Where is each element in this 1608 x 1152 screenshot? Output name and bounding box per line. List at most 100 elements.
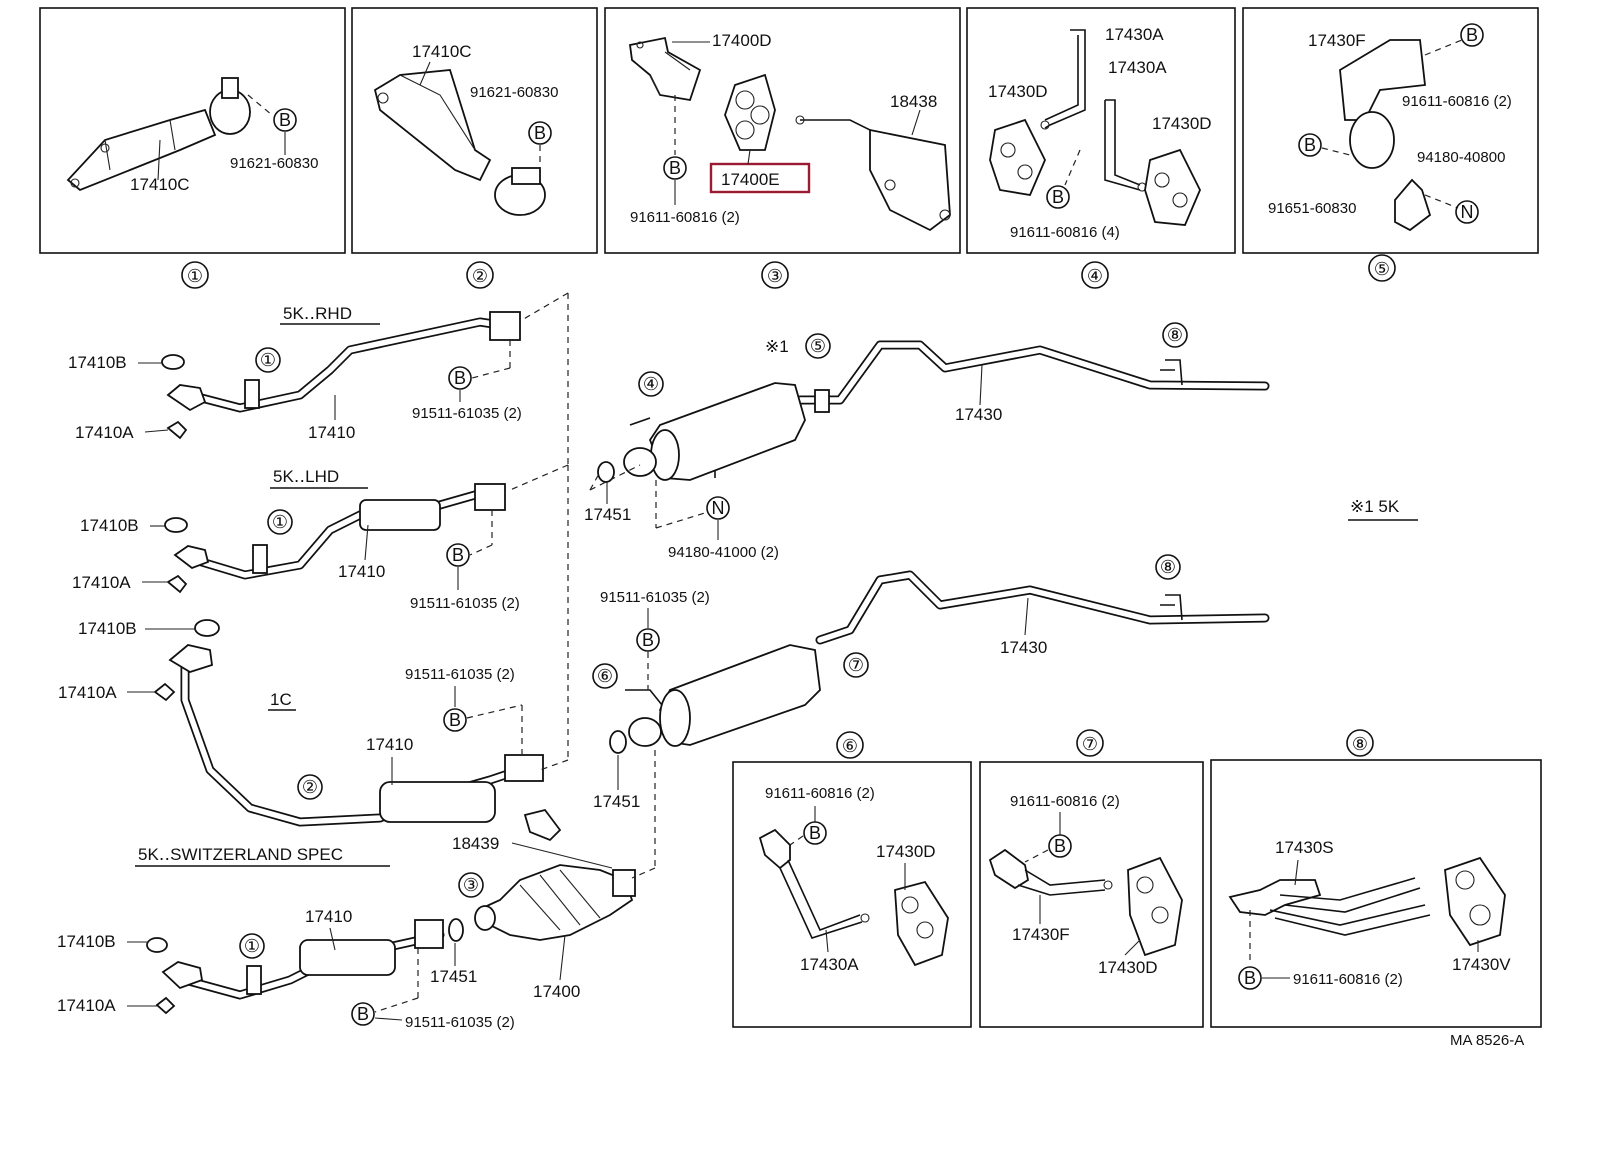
callout-7: ⑦ [848,655,864,675]
system-upper: ※1 ⑤ 17430 ⑧ ④ 17451 N 94180-41000 (2) [584,322,1270,561]
part-label: 17410 [338,562,385,581]
part-label: 17451 [584,505,631,524]
part-label: 91611-60816 (2) [1293,971,1403,988]
part-label: 17430A [1108,58,1167,77]
catalytic-converter: 18439 ③ 17400 [452,750,656,1001]
part-label: 17410B [68,353,127,372]
part-label: 17410C [130,175,190,194]
part-label: 17430A [800,955,859,974]
part-label: 94180-40800 [1417,149,1505,166]
part-label: 17430D [1152,114,1212,133]
system-lower: ⑧ 17430 ⑦ ⑥ 91511-61035 (2) B 17451 [592,554,1270,811]
variant-title: 5K‥LHD [273,467,339,486]
part-label: 17410B [80,516,139,535]
variant-title: 5K‥SWITZERLAND SPEC [138,845,343,864]
part-label: 17451 [593,792,640,811]
part-label: 17400 [533,982,580,1001]
callout-1: ① [244,936,260,956]
group-1c: 1C 17410B 17410A ② 17410 91511-61035 (2)… [58,465,569,827]
note-5k: ※1 5K [1350,497,1400,516]
bolt-symbol-b: B [642,630,654,650]
callout-1: ① [187,266,203,286]
part-label: 17430V [1452,955,1511,974]
panel-1: B 17410C 91621-60830 ① [39,7,346,289]
part-label: 17430D [876,842,936,861]
part-label: 17451 [430,967,477,986]
part-label: 91621-60830 [230,155,318,172]
panel-7: ⑦ 91611-60816 (2) B 17430F 17430D [979,729,1204,1028]
part-label: 17410 [366,735,413,754]
part-label: 91611-60816 (2) [765,785,875,802]
part-label: 91511-61035 (2) [412,405,522,422]
callout-8: ⑧ [1352,734,1368,754]
part-label: 17410A [72,573,131,592]
callout-2: ② [302,777,318,797]
part-label: 91611-60816 (4) [1010,224,1120,241]
part-label: 17430 [955,405,1002,424]
part-label: 91511-61035 (2) [600,589,710,606]
bolt-symbol-b: B [357,1004,369,1024]
callout-8: ⑧ [1160,557,1176,577]
part-label: 17430F [1012,925,1070,944]
highlight-box [709,162,811,194]
bolt-symbol-b: B [449,710,461,730]
part-label: 91621-60830 [470,84,558,101]
part-label: 17410B [78,619,137,638]
callout-4: ④ [643,374,659,394]
nut-symbol-n: N [712,498,725,518]
part-label: 18439 [452,834,499,853]
part-label: 17430S [1275,838,1334,857]
callout-1: ① [260,350,276,370]
nut-symbol-n: N [1461,202,1474,222]
part-label: 17410B [57,932,116,951]
part-label: 17410 [308,423,355,442]
panel-6: ⑥ 91611-60816 (2) B 17430D 17430A [732,731,972,1028]
group-5k-lhd: 5K‥LHD 17410B 17410A ① 17410 B 91511-610… [72,467,520,612]
callout-2: ② [472,266,488,286]
callout-6: ⑥ [597,666,613,686]
part-label: 17410 [305,907,352,926]
bolt-symbol-b: B [534,123,546,143]
bolt-symbol-b: B [454,368,466,388]
panel-4: B 17430A 17430A 17430D 17430D 91611-6081… [966,7,1236,289]
group-5k-switzerland: 5K‥SWITZERLAND SPEC 17410B 17410A ① 1741… [57,845,515,1031]
panel-3: B 17400D 18438 17400E 91611-60816 (2) ③ [604,7,961,289]
bolt-symbol-b: B [809,823,821,843]
part-label: 17400D [712,31,772,50]
part-label: 17430F [1308,31,1366,50]
part-label: 17410A [58,683,117,702]
part-label: 18438 [890,92,937,111]
panel-2: B 17410C 91621-60830 ② [351,7,598,289]
part-label: 17410A [75,423,134,442]
part-label: 17430D [988,82,1048,101]
callout-7: ⑦ [1082,734,1098,754]
callout-5: ⑤ [810,336,826,356]
callout-6: ⑥ [842,736,858,756]
reference-code: MA 8526-A [1450,1032,1524,1049]
callout-5: ⑤ [1374,259,1390,279]
callout-1: ① [272,512,288,532]
bolt-symbol-b: B [452,545,464,565]
bolt-symbol-b: B [279,110,291,130]
bolt-symbol-b: B [1304,135,1316,155]
callout-8: ⑧ [1167,325,1183,345]
part-label: 91611-60816 (2) [1402,93,1512,110]
panel-8: ⑧ 17430S 17430V B 91611-60816 (2) [1210,729,1542,1028]
part-label: 94180-41000 (2) [668,544,779,561]
highlighted-part-label: 17400E [721,170,780,189]
part-label: 17410A [57,996,116,1015]
part-label: 91611-60816 (2) [630,209,740,226]
callout-4: ④ [1087,266,1103,286]
part-label: 91611-60816 (2) [1010,793,1120,810]
part-label: 91651-60830 [1268,200,1356,217]
variant-title: 5K‥RHD [283,304,352,323]
bolt-symbol-b: B [1244,968,1256,988]
bolt-symbol-b: B [1052,187,1064,207]
part-label: 17430 [1000,638,1047,657]
note-mark: ※1 [765,337,789,356]
part-label: 17430A [1105,25,1164,44]
group-5k-rhd: 5K‥RHD 17410B 17410A ① 17410 B 91511-610… [68,304,522,442]
callout-3: ③ [463,875,479,895]
part-label: 91511-61035 (2) [405,1014,515,1031]
